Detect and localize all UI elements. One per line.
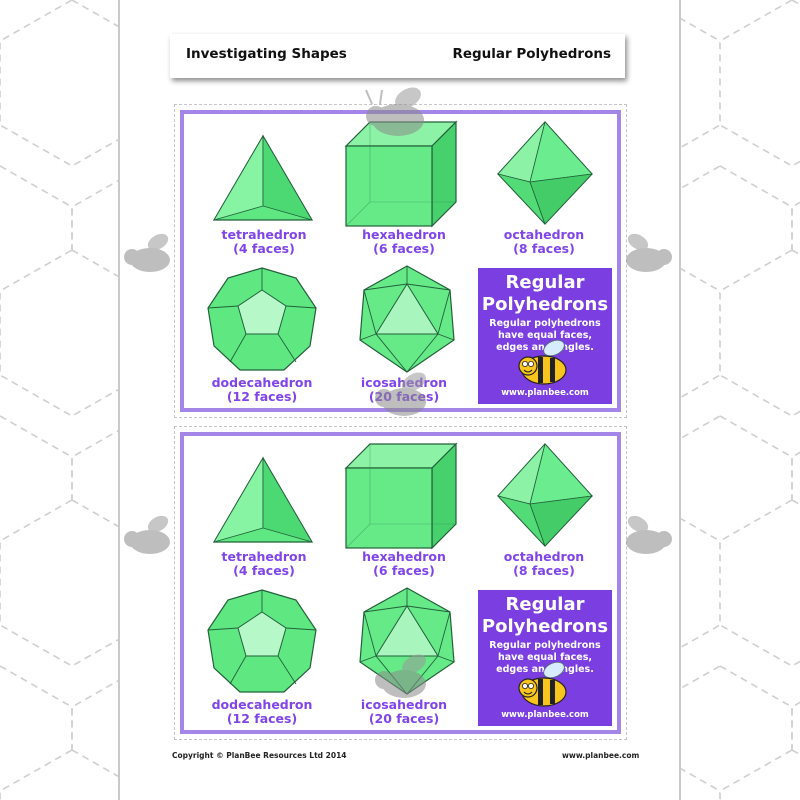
hexahedron-shape	[342, 440, 462, 550]
hexahedron-label: hexahedron(6 faces)	[362, 549, 446, 578]
footer-website: www.planbee.com	[562, 751, 640, 760]
bee-watermark-icon	[124, 233, 170, 272]
info-url: www.planbee.com	[501, 388, 589, 398]
octahedron-shape	[490, 120, 600, 226]
header-left-title: Investigating Shapes	[186, 46, 347, 62]
icosahedron-shape	[354, 264, 460, 374]
hexahedron-label: hexahedron(6 faces)	[362, 227, 446, 256]
bee-watermark-icon	[365, 87, 424, 136]
dodecahedron-label: dodecahedron(12 faces)	[211, 697, 313, 726]
hexahedron-shape	[342, 118, 462, 228]
dodecahedron-shape	[206, 266, 318, 374]
tetrahedron-shape	[208, 456, 318, 546]
tetrahedron-shape	[208, 134, 318, 224]
bee-watermark-icon	[124, 515, 170, 554]
tetrahedron-label: tetrahedron(4 faces)	[221, 227, 307, 256]
page-header: Investigating Shapes Regular Polyhedrons	[170, 34, 625, 78]
dodecahedron-label: dodecahedron(12 faces)	[211, 375, 313, 404]
shape-card-1: tetrahedron(4 faces) hexahedron(6 faces)…	[174, 104, 627, 418]
bee-icon	[518, 340, 567, 385]
bee-watermark-icon	[375, 654, 426, 698]
shape-card-2: tetrahedron(4 faces) hexahedron(6 faces)…	[174, 426, 627, 740]
bee-watermark-icon	[375, 372, 426, 416]
bee-icon	[518, 662, 567, 707]
dodecahedron-shape	[206, 588, 318, 696]
bee-watermark-icon	[626, 515, 672, 554]
header-right-title: Regular Polyhedrons	[452, 46, 611, 62]
icosahedron-label: icosahedron(20 faces)	[360, 697, 448, 726]
tetrahedron-label: tetrahedron(4 faces)	[221, 549, 307, 578]
info-url: www.planbee.com	[501, 710, 589, 720]
octahedron-shape	[490, 442, 600, 548]
octahedron-label: octahedron(8 faces)	[503, 227, 585, 256]
bee-watermark-icon	[626, 233, 672, 272]
octahedron-label: octahedron(8 faces)	[503, 549, 585, 578]
footer-copyright: Copyright © PlanBee Resources Ltd 2014	[172, 751, 347, 760]
